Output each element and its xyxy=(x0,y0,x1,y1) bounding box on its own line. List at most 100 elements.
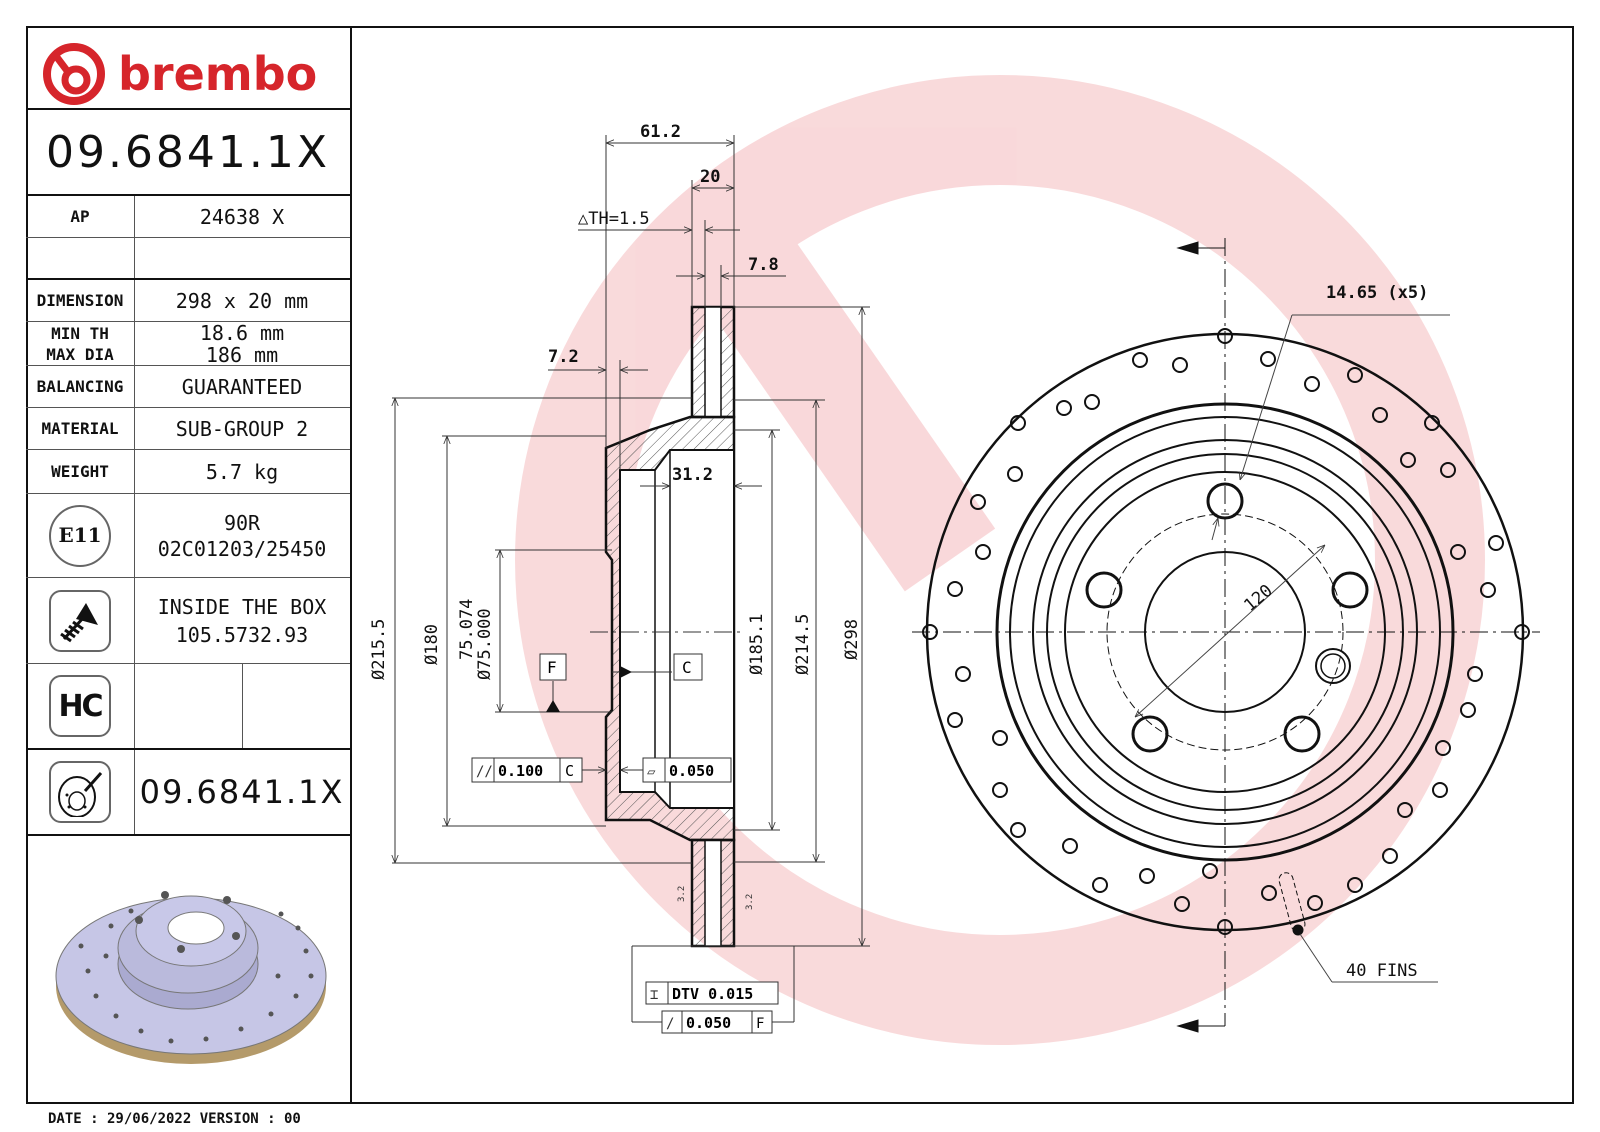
svg-text:7.8: 7.8 xyxy=(748,255,779,275)
svg-text:0.100: 0.100 xyxy=(498,762,543,780)
brembo-logo: brembo xyxy=(42,42,317,106)
screws-icon-cell xyxy=(26,578,135,663)
homologation-row: E11 90R 02C01203/25450 xyxy=(26,494,350,578)
footer-date-version: DATE : 29/06/2022 VERSION : 00 xyxy=(48,1111,301,1127)
brand-name: brembo xyxy=(118,47,318,101)
svg-text:0.050: 0.050 xyxy=(669,762,714,780)
flatness-tolerance: ▱ 0.050 xyxy=(642,757,732,783)
svg-text:Ø75.000: Ø75.000 xyxy=(475,608,495,680)
hc-row: HC xyxy=(26,664,350,750)
svg-text:31.2: 31.2 xyxy=(672,465,713,485)
balancing-row: BALANCING GUARANTEED xyxy=(26,366,350,408)
min-th-row: MIN TH MAX DIA 18.6 mm 186 mm xyxy=(26,322,350,366)
material-label: MATERIAL xyxy=(26,408,135,449)
min-th-value: 18.6 mm xyxy=(199,320,285,345)
e11-icon: E11 xyxy=(49,504,111,567)
brembo-watermark xyxy=(515,75,1485,1045)
svg-text:14.65 (x5): 14.65 (x5) xyxy=(1326,283,1428,303)
parallelism-tolerance: // 0.100 C xyxy=(471,757,583,783)
homologation-code: 90R xyxy=(223,510,261,535)
disc-3d-render xyxy=(26,836,350,1102)
disc-render-image xyxy=(55,891,327,1064)
svg-text:75.074: 75.074 xyxy=(457,599,477,660)
hc-icon-cell: HC xyxy=(26,664,135,748)
svg-text:▱: ▱ xyxy=(647,764,656,780)
svg-text:Ø298: Ø298 xyxy=(842,619,862,660)
svg-text:120: 120 xyxy=(1240,581,1276,616)
datum-c-triangle xyxy=(620,666,632,678)
ap-label: AP xyxy=(26,196,135,237)
variant-part-number: 09.6841.1X xyxy=(139,773,345,811)
svg-text:61.2: 61.2 xyxy=(640,122,681,142)
svg-text://: // xyxy=(476,764,493,780)
dtv-tolerance: ⌶ DTV 0.015 xyxy=(645,981,779,1005)
dimension-row: DIMENSION 298 x 20 mm xyxy=(26,280,350,322)
min-th-values: 18.6 mm 186 mm xyxy=(134,320,350,367)
svg-text:Ø215.5: Ø215.5 xyxy=(369,619,389,680)
brand-row: brembo xyxy=(26,26,350,110)
svg-text:⌶: ⌶ xyxy=(650,987,658,1003)
datum-f: F xyxy=(539,653,567,681)
homologation-values: 90R 02C01203/25450 xyxy=(134,494,350,577)
screws-note: INSIDE THE BOX xyxy=(157,594,327,619)
part-number-row: 09.6841.1X xyxy=(26,110,350,196)
svg-text:Ø214.5: Ø214.5 xyxy=(793,614,813,675)
brembo-logo-icon xyxy=(43,43,105,105)
svg-text:DTV 0.015: DTV 0.015 xyxy=(672,985,753,1003)
weight-row: WEIGHT 5.7 kg xyxy=(26,450,350,494)
dimension-value: 298 x 20 mm xyxy=(175,288,309,313)
variant-row: 09.6841.1X xyxy=(26,750,350,836)
svg-text:Ø185.1: Ø185.1 xyxy=(747,614,767,675)
svg-text:3.2: 3.2 xyxy=(745,894,755,910)
screws-row: INSIDE THE BOX 105.5732.93 xyxy=(26,578,350,664)
blank-row xyxy=(26,238,350,280)
dimension-label: DIMENSION xyxy=(26,280,135,321)
blank-label xyxy=(26,238,135,278)
max-dia-label: MAX DIA xyxy=(46,344,114,364)
svg-text:Ø180: Ø180 xyxy=(422,624,442,665)
ap-row: AP 24638 X xyxy=(26,196,350,238)
variant-icon-cell xyxy=(26,750,135,834)
front-view xyxy=(912,238,1540,1033)
svg-text:△TH=1.5: △TH=1.5 xyxy=(578,209,650,229)
svg-text:C: C xyxy=(682,658,692,677)
weight-value: 5.7 kg xyxy=(205,459,279,484)
svg-text:C: C xyxy=(565,762,574,780)
svg-text:0.050: 0.050 xyxy=(686,1014,731,1032)
svg-text:/: / xyxy=(666,1016,674,1032)
hc-icon: HC xyxy=(49,675,111,737)
technical-drawing: 61.2 20 △TH=1.5 7.8 7.2 31.2 Ø215.5 Ø180… xyxy=(352,26,1574,1104)
min-th-label: MIN TH xyxy=(51,323,109,343)
datum-f-triangle xyxy=(546,700,560,712)
svg-text:F: F xyxy=(547,658,557,677)
homologation-number: 02C01203/25450 xyxy=(157,536,327,561)
dimension-labels: 61.2 20 △TH=1.5 7.8 7.2 31.2 Ø215.5 Ø180… xyxy=(369,122,862,680)
material-value: SUB-GROUP 2 xyxy=(175,416,309,441)
disc-icon xyxy=(49,761,111,823)
svg-text:3.2: 3.2 xyxy=(677,886,687,902)
min-th-labels: MIN TH MAX DIA xyxy=(26,322,135,365)
part-number: 09.6841.1X xyxy=(45,126,331,178)
svg-text:20: 20 xyxy=(700,167,720,187)
max-dia-value: 186 mm xyxy=(205,342,279,367)
screws-values: INSIDE THE BOX 105.5732.93 xyxy=(134,578,350,663)
balancing-value: GUARANTEED xyxy=(181,374,303,399)
runout-tolerance: / 0.050 F xyxy=(661,1010,773,1034)
screw-icon xyxy=(49,589,111,652)
datum-c: C xyxy=(673,653,703,681)
title-block: brembo 09.6841.1X AP 24638 X DIMENSION 2… xyxy=(26,26,352,1104)
drawing-canvas: 61.2 20 △TH=1.5 7.8 7.2 31.2 Ø215.5 Ø180… xyxy=(369,75,1540,1045)
svg-text:7.2: 7.2 xyxy=(548,347,579,367)
screws-part-number: 105.5732.93 xyxy=(175,622,309,647)
homologation-icon-cell: E11 xyxy=(26,494,135,577)
material-row: MATERIAL SUB-GROUP 2 xyxy=(26,408,350,450)
cross-section-view xyxy=(604,305,736,948)
cross-drilled-holes xyxy=(922,328,1530,935)
weight-label: WEIGHT xyxy=(26,450,135,493)
balancing-label: BALANCING xyxy=(26,366,135,407)
ap-value: 24638 X xyxy=(199,204,285,229)
dimension-lines xyxy=(392,135,870,1023)
roughness-symbols: 3.2 3.2 xyxy=(677,886,755,910)
svg-text:40 FINS: 40 FINS xyxy=(1346,961,1418,981)
svg-text:F: F xyxy=(756,1016,764,1032)
